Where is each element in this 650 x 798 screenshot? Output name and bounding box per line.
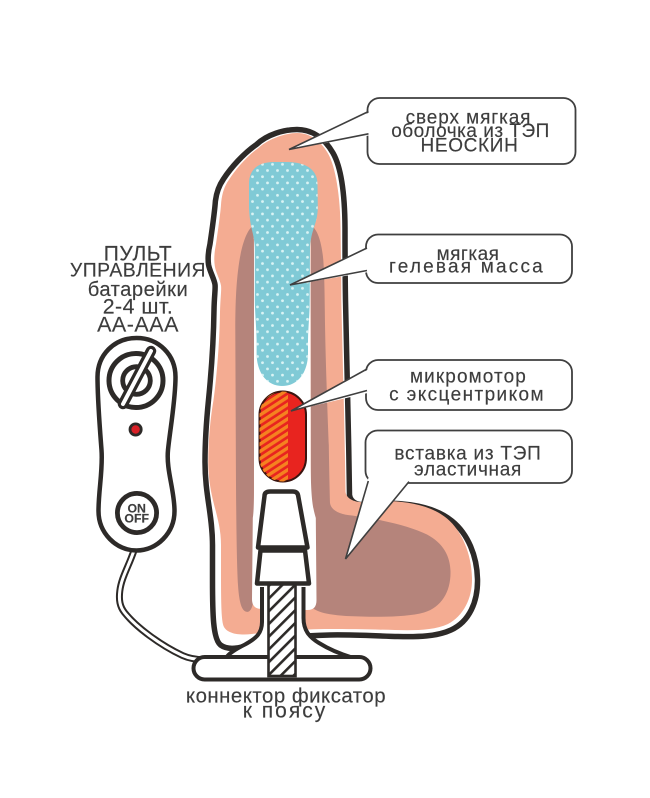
svg-text:оболочка из ТЭП: оболочка из ТЭП bbox=[391, 121, 550, 142]
svg-text:УПРАВЛЕНИЯ: УПРАВЛЕНИЯ bbox=[70, 260, 206, 282]
svg-text:к поясу: к поясу bbox=[243, 700, 327, 723]
svg-text:гелевая масса: гелевая масса bbox=[389, 257, 545, 278]
svg-text:НЕОСКИН: НЕОСКИН bbox=[421, 136, 519, 157]
svg-text:эластичная: эластичная bbox=[414, 459, 522, 480]
svg-text:вставка из ТЭП: вставка из ТЭП bbox=[394, 444, 541, 465]
svg-text:2-4 шт.: 2-4 шт. bbox=[103, 295, 174, 319]
svg-text:OFF: OFF bbox=[124, 512, 149, 526]
svg-text:с эксцентриком: с эксцентриком bbox=[389, 385, 545, 406]
svg-text:АА-ААА: АА-ААА bbox=[97, 313, 179, 337]
svg-text:сверх мягкая: сверх мягкая bbox=[406, 108, 532, 129]
svg-text:мягкая: мягкая bbox=[437, 244, 500, 265]
svg-text:ПУЛЬТ: ПУЛЬТ bbox=[104, 243, 173, 266]
svg-text:ON: ON bbox=[127, 501, 146, 515]
svg-text:батарейки: батарейки bbox=[88, 279, 188, 301]
svg-text:микромотор: микромотор bbox=[410, 367, 527, 388]
svg-text:коннектор фиксатор: коннектор фиксатор bbox=[186, 686, 386, 708]
